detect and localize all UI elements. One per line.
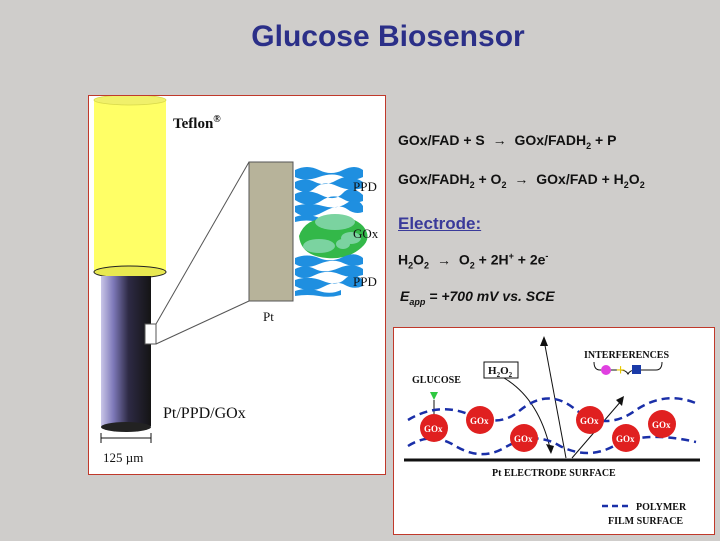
eq3-rhs: O: [458, 251, 470, 268]
scale-bar: [100, 433, 152, 443]
interferences-label: INTERFERENCES: [584, 350, 669, 361]
electrode-surface-label: Pt ELECTRODE SURFACE: [492, 468, 616, 479]
interferent-circle-icon: [601, 365, 611, 375]
eq3-lhs: H: [398, 251, 409, 268]
pt-label: Pt: [263, 309, 274, 324]
gox-label: GOx: [353, 226, 379, 241]
glucose-triangle-icon: [430, 392, 438, 400]
eq1-lhs: GOx/FAD + S: [398, 132, 485, 148]
teflon-sleeve-top: [93, 94, 167, 106]
pt-wire-tip: [101, 422, 151, 432]
svg-text:GOx: GOx: [616, 434, 635, 444]
h2o2-box: [483, 361, 519, 379]
enzyme-gox-2: GOx: [466, 406, 494, 434]
eq2-lhs: GOx/FADH: [398, 171, 470, 187]
interferent-square-icon: [632, 365, 641, 374]
pt-block: [248, 161, 294, 302]
electrode-label: Pt/PPD/GOx: [163, 405, 246, 422]
svg-text:GOx: GOx: [424, 424, 443, 434]
applied-potential: Eapp = +700 mV vs. SCE: [400, 288, 555, 307]
svg-text:GOx: GOx: [652, 420, 671, 430]
h2o2-label: H2O2: [488, 365, 513, 379]
enzyme-gox-4: GOx: [576, 406, 604, 434]
zoom-line-top: [155, 161, 250, 325]
reaction-equation-1: GOx/FAD + S → GOx/FADH2 + P: [398, 132, 617, 151]
enzyme-film-schematic: INTERFERENCES + GLUCOSE H2O2 GOx: [404, 336, 700, 527]
enzyme-gox-5: GOx: [612, 424, 640, 452]
electrode-schematic: Teflon® PPD GOx PPD Pt Pt/PPD/GOx 125 µm: [93, 94, 379, 465]
electrode-heading: Electrode:: [398, 214, 482, 233]
h2o2-arrow: [503, 377, 551, 449]
interferences-bracket: [593, 361, 663, 376]
ppd-top-layer: [295, 167, 363, 224]
slide-title: Glucose Biosensor: [251, 20, 525, 53]
legend-line-1: POLYMER: [636, 502, 687, 513]
arrowhead-icon: [616, 396, 624, 406]
ppd-bottom-layer: [295, 254, 363, 297]
enzyme-film-panel: INTERFERENCES + GLUCOSE H2O2 GOx: [393, 327, 715, 535]
arrow-icon: →: [436, 251, 451, 268]
pt-wire: [101, 276, 151, 426]
arrow-icon: →: [492, 132, 507, 148]
reaction-equation-2: GOx/FADH2 + O2 → GOx/FAD + H2O2: [398, 171, 645, 190]
electrode-reaction: H2O2 → O2 + 2H+ + 2e-: [398, 251, 549, 271]
reflect-arrow: [543, 339, 567, 459]
eq1-rhs: GOx/FADH: [514, 132, 587, 148]
arrowhead-icon: [540, 336, 548, 346]
eq2-rhs: GOx/FAD + H: [536, 171, 624, 187]
zoom-line-bottom: [155, 300, 250, 345]
interferent-plus-icon: +: [616, 362, 625, 379]
svg-text:GOx: GOx: [580, 416, 599, 426]
polymer-film: [407, 397, 699, 456]
legend-line-2: FILM SURFACE: [608, 516, 683, 527]
electrode-schematic-panel: Teflon® PPD GOx PPD Pt Pt/PPD/GOx 125 µm: [88, 94, 386, 475]
ppd-bottom-label: PPD: [353, 274, 377, 289]
arrow-icon: →: [514, 171, 529, 187]
ppd-top-label: PPD: [353, 179, 377, 194]
zoom-marker: [144, 323, 157, 345]
glucose-label: GLUCOSE: [412, 375, 461, 386]
teflon-sleeve: [94, 100, 166, 272]
arrowhead-icon: [546, 444, 554, 454]
enzyme-gox-1: GOx: [420, 414, 448, 442]
enzyme-gox-6: GOx: [648, 410, 676, 438]
svg-text:GOx: GOx: [514, 434, 533, 444]
teflon-label: Teflon®: [173, 114, 221, 132]
enzyme-gox-3: GOx: [510, 424, 538, 452]
gox-layer: [299, 214, 368, 259]
scale-label: 125 µm: [103, 450, 143, 465]
svg-text:GOx: GOx: [470, 416, 489, 426]
